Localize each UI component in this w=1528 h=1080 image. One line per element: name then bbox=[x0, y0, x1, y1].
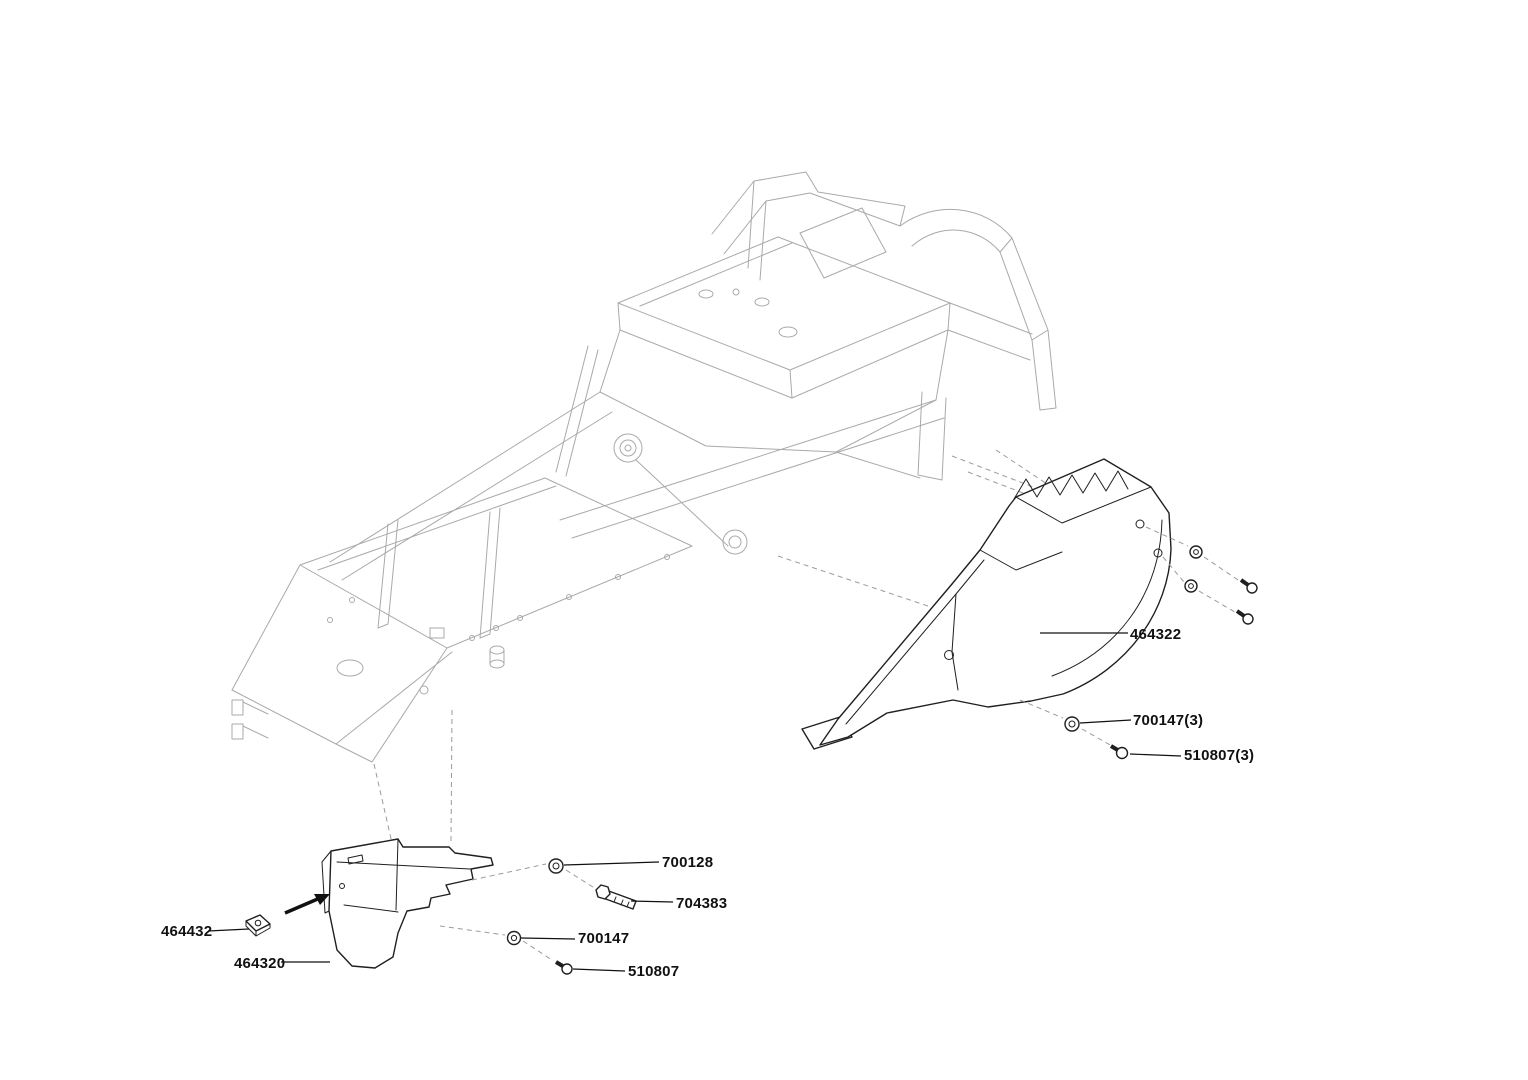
part-label-700128: 700128 bbox=[662, 854, 714, 871]
screw-icon-upper-right-2 bbox=[1235, 609, 1254, 625]
assembly-dashed-lines-right bbox=[1019, 526, 1245, 747]
leader-lines bbox=[207, 632, 1182, 972]
part-label-700147: 700147 bbox=[578, 930, 630, 947]
washer-icon-700147 bbox=[506, 930, 522, 946]
part-label-704383: 704383 bbox=[676, 895, 728, 912]
part-label-510807: 510807 bbox=[628, 963, 680, 980]
assembly-dashed-lines-left bbox=[439, 863, 597, 961]
part-label-464432: 464432 bbox=[161, 923, 213, 940]
washer-icon-upper-right-2 bbox=[1184, 579, 1198, 593]
part-label-464320: 464320 bbox=[234, 955, 286, 972]
part-label-700147-qty3: 700147(3) bbox=[1133, 712, 1204, 729]
washer-icon-upper-right-1 bbox=[1189, 545, 1203, 559]
screw-icon-510807-qty3 bbox=[1109, 744, 1129, 760]
screw-icon-upper-right-1 bbox=[1239, 578, 1258, 594]
part-label-510807-qty3: 510807(3) bbox=[1184, 747, 1255, 764]
washer-icon-700128 bbox=[548, 858, 564, 874]
clip-part-464432 bbox=[245, 914, 271, 937]
washer-icon-700147-qty3 bbox=[1064, 716, 1080, 732]
direction-arrow bbox=[284, 894, 330, 915]
fender-part-464322 bbox=[801, 458, 1172, 750]
bracket-part-464320 bbox=[321, 838, 494, 969]
part-label-464322: 464322 bbox=[1130, 626, 1182, 643]
chassis-wireframe bbox=[231, 171, 1079, 845]
screw-icon-510807 bbox=[554, 960, 573, 975]
bolt-icon-704383 bbox=[595, 884, 637, 910]
